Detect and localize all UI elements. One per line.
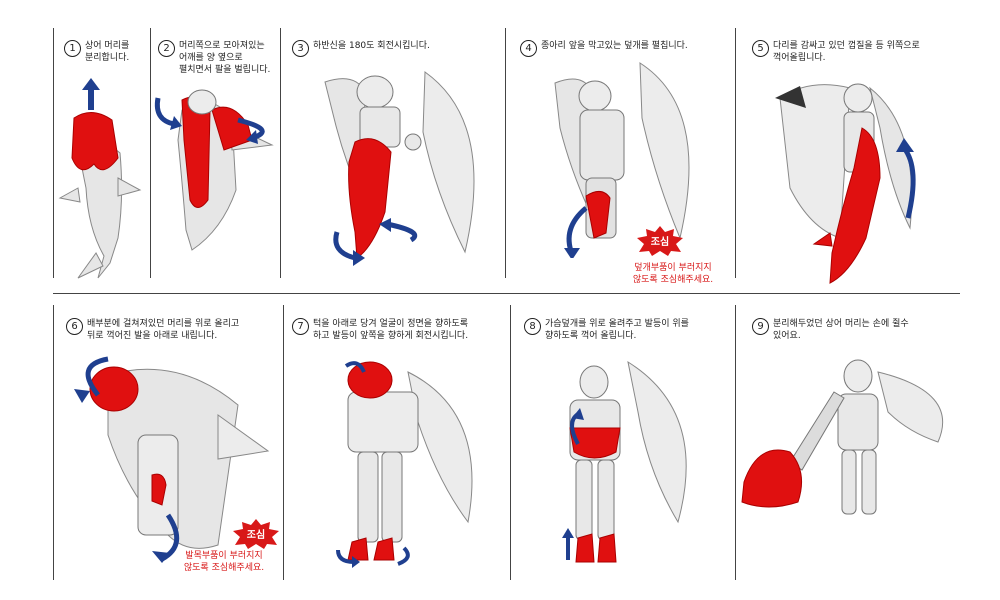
divider-7-8 (510, 305, 511, 580)
step-instruction: 머리쪽으로 모아져있는 어깨를 양 옆으로 펼치면서 팔을 벌립니다. (179, 41, 271, 75)
red-feet-part-icon (347, 537, 395, 561)
step-number: 5 (752, 40, 769, 57)
robot-figure-icon (837, 359, 879, 515)
red-head-part-icon (347, 361, 393, 399)
step-instruction: 하반신을 180도 회전시킵니다. (313, 41, 430, 51)
robot-head-icon (187, 89, 217, 115)
shark-fin-shell-icon (627, 360, 687, 524)
shark-head-part-icon (741, 449, 803, 508)
rotate-arrow-icon (74, 356, 180, 563)
divider-6-7 (283, 305, 284, 580)
divider-1-2 (150, 28, 151, 278)
caution-badge-label: 조심 (651, 235, 669, 248)
divider-left-bottom (53, 305, 54, 580)
step-number: 7 (292, 318, 309, 335)
step-8-illustration (562, 360, 687, 563)
step-4-header: 4 종아리 앞을 막고있는 덮개를 펼칩니다. (520, 40, 688, 57)
rotate-arrow-right-icon (237, 117, 265, 144)
step-4-illustration (554, 62, 690, 258)
step-instruction: 종아리 앞을 막고있는 덮개를 펼칩니다. (541, 41, 688, 51)
shark-weapon-arm-icon (789, 391, 845, 471)
step-instruction: 가슴덮개를 위로 올려주고 발등이 위를 향하도록 꺽어 올립니다. (545, 319, 689, 341)
step-3-header: 3 하반신을 180도 회전시킵니다. (292, 40, 430, 57)
robot-figure-icon (347, 391, 419, 543)
step-number: 6 (66, 318, 83, 335)
shark-shell-icon (775, 84, 913, 239)
step-3-illustration (324, 71, 475, 266)
step-number: 1 (64, 40, 81, 57)
step-number: 3 (292, 40, 309, 57)
divider-3-4 (505, 28, 506, 278)
robot-figure-icon (356, 75, 422, 151)
red-chest-cover-icon (569, 427, 621, 459)
shark-head-part-icon (71, 112, 119, 171)
red-shell-part-icon (812, 127, 881, 284)
step-2-illustration (154, 89, 274, 251)
step-8-header: 8 가슴덮개를 위로 올려주고 발등이 위를 향하도록 꺽어 올립니다. (524, 318, 689, 342)
shark-fin-shell-icon (407, 371, 473, 524)
step-1-illustration (58, 78, 142, 279)
divider-left-top (53, 28, 54, 278)
shark-fin-shell-icon (877, 371, 943, 443)
step-number: 9 (752, 318, 769, 335)
step-instruction: 턱을 아래로 당겨 얼굴이 정면을 향하도록 하고 발등이 앞쪽을 향하게 회전… (313, 319, 469, 341)
caution-burst-icon: 조심 (233, 519, 279, 549)
step-7-header: 7 턱을 아래로 당겨 얼굴이 정면을 향하도록 하고 발등이 앞쪽을 향하게 … (292, 318, 468, 342)
red-head-part-icon (89, 366, 139, 412)
red-legs-part-icon (348, 138, 392, 259)
divider-2-3 (280, 28, 281, 278)
red-cover-part-icon (585, 191, 611, 239)
step-number: 4 (520, 40, 537, 57)
step-5-header: 5 다리를 감싸고 있던 껍질을 등 위쪽으로 꺽어올립니다. (752, 40, 920, 64)
step-instruction: 다리를 감싸고 있던 껍질을 등 위쪽으로 꺽어올립니다. (773, 41, 920, 63)
red-feet-part-icon (575, 533, 617, 563)
step-number: 8 (524, 318, 541, 335)
red-foot-part-icon (151, 473, 167, 506)
rotate-arrow-icon (333, 218, 418, 266)
caution-badge-label: 조심 (247, 528, 265, 541)
caution-note: 덮개부품이 부러지지 않도록 조심해주세요. (632, 263, 714, 285)
caution-burst-icon: 조심 (637, 226, 683, 256)
divider-rows (53, 293, 960, 294)
step-instruction: 상어 머리를 분리합니다. (85, 41, 130, 63)
rotate-arrow-icon (336, 361, 410, 568)
step-9-illustration (741, 359, 943, 515)
step-number: 2 (158, 40, 175, 57)
rotate-arrow-icon (564, 206, 588, 258)
red-shell-part-icon (181, 96, 253, 208)
step-2-header: 2 머리쪽으로 모아져있는 어깨를 양 옆으로 펼치면서 팔을 벌립니다. (158, 40, 270, 76)
step-6-illustration (74, 356, 270, 563)
divider-8-9 (735, 305, 736, 580)
step-6-header: 6 배부분에 걸쳐져있던 머리를 위로 올리고 뒤로 꺽어진 발을 아래로 내립… (66, 318, 239, 342)
step-1-header: 1 상어 머리를 분리합니다. (64, 40, 129, 64)
up-arrow-icon (562, 408, 584, 560)
step-9-header: 9 분리해두었던 상어 머리는 손에 쥘수 있어요. (752, 318, 909, 342)
divider-4-5 (735, 28, 736, 278)
step-instruction: 배부분에 걸쳐져있던 머리를 위로 올리고 뒤로 꺽어진 발을 아래로 내립니다… (87, 319, 240, 341)
caution-note: 발목부품이 부러지지 않도록 조심해주세요. (183, 551, 265, 573)
shark-body-icon (58, 143, 142, 279)
step-7-illustration (336, 361, 473, 568)
rotate-arrow-left-icon (154, 97, 182, 130)
step-instruction: 분리해두었던 상어 머리는 손에 쥘수 있어요. (773, 319, 909, 341)
up-arrow-icon (82, 78, 100, 110)
step-5-illustration (775, 83, 916, 284)
up-rotate-arrow-icon (896, 138, 916, 219)
